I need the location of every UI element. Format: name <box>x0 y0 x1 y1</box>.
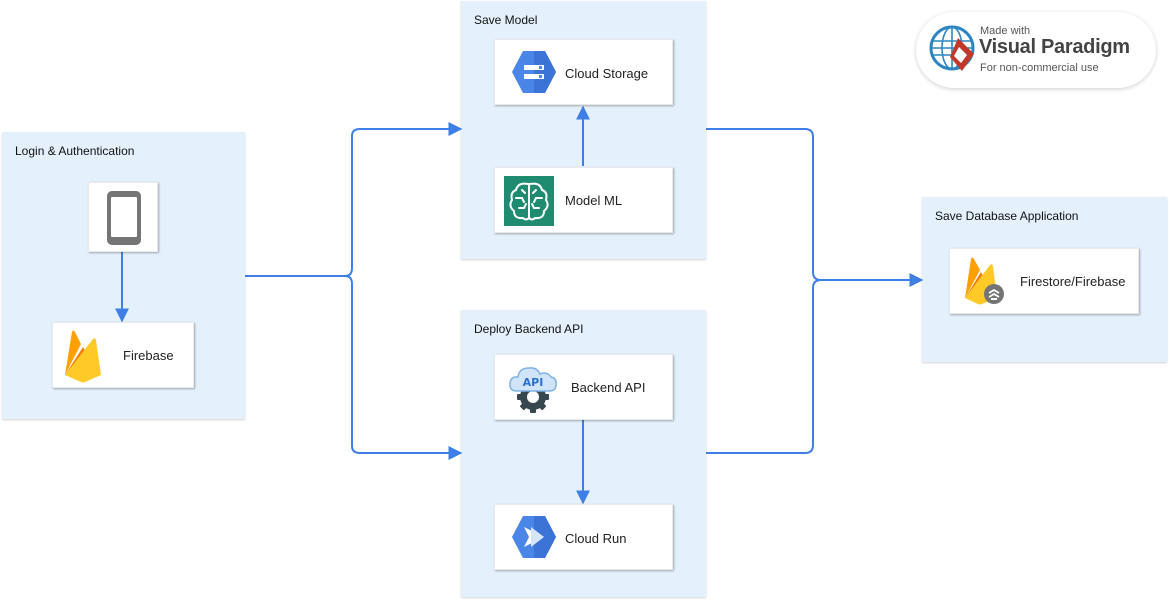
svg-text:API: API <box>523 376 544 389</box>
ml-brain-icon <box>504 176 554 226</box>
group-label: Save Model <box>474 13 538 27</box>
cloud-run-icon <box>512 516 556 558</box>
firestore-icon <box>965 257 1004 305</box>
node-firestore-firebase[interactable]: Firestore/Firebase <box>949 248 1139 314</box>
node-phone[interactable] <box>88 182 158 252</box>
edge-login-to-save-model <box>245 122 463 277</box>
node-model-ml[interactable]: Model ML <box>494 167 673 233</box>
node-label: Cloud Run <box>565 531 627 546</box>
node-label: Firestore/Firebase <box>1020 274 1126 289</box>
badge-made-with: Made with <box>980 25 1031 37</box>
badge-product-name: Visual Paradigm <box>979 36 1130 58</box>
group-label: Deploy Backend API <box>474 322 584 336</box>
group-label: Save Database Application <box>935 209 1079 223</box>
visual-paradigm-badge: Made with Visual Paradigm For non-commer… <box>916 12 1156 88</box>
node-firebase[interactable]: Firebase <box>52 322 194 388</box>
node-cloud-run[interactable]: Cloud Run <box>494 504 673 570</box>
node-label: Model ML <box>565 193 623 208</box>
node-label: Firebase <box>123 348 174 363</box>
group-label: Login & Authentication <box>15 144 135 158</box>
cloud-storage-icon <box>512 51 556 93</box>
edge-login-to-deploy-backend <box>344 275 463 460</box>
node-label: Cloud Storage <box>565 66 649 81</box>
api-gear-icon: API <box>509 367 557 413</box>
edge-deploy-to-db <box>706 279 822 454</box>
visual-paradigm-logo-icon <box>929 25 975 71</box>
badge-usage-note: For non-commercial use <box>980 62 1099 74</box>
edge-save-model-to-db <box>706 128 924 287</box>
node-cloud-storage[interactable]: Cloud Storage <box>494 39 673 105</box>
firebase-icon <box>65 330 101 383</box>
node-backend-api[interactable]: API Backend API <box>494 354 673 420</box>
phone-icon <box>107 191 141 245</box>
node-label: Backend API <box>571 380 646 395</box>
